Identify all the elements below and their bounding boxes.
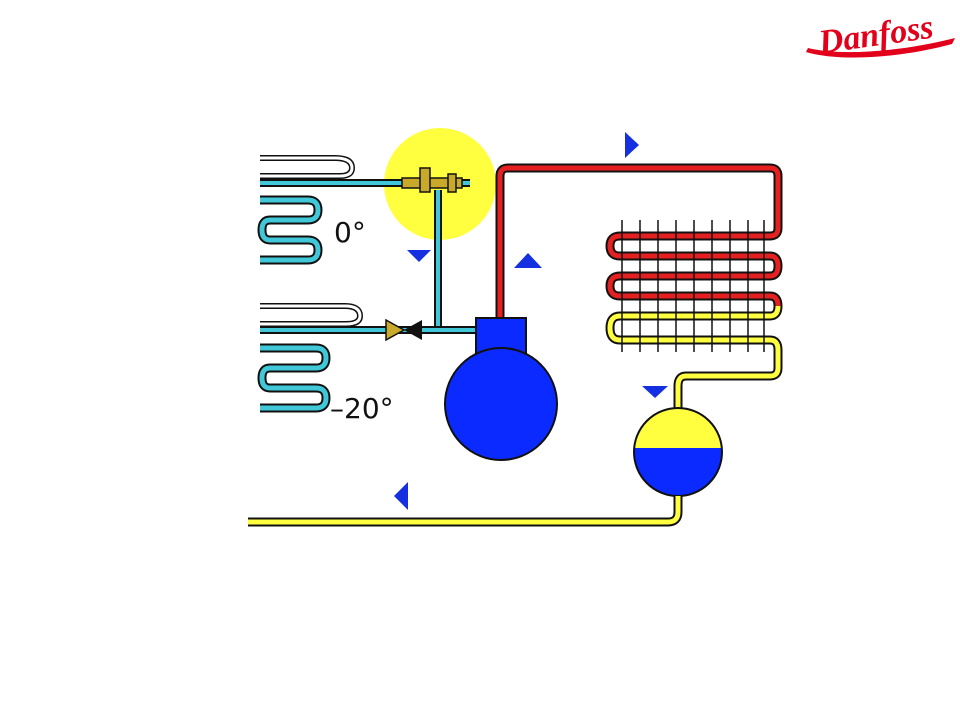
discharge-line xyxy=(495,163,783,320)
liquid-line xyxy=(248,496,683,527)
receiver xyxy=(633,407,723,497)
evaporator-pressure-regulator xyxy=(401,167,463,193)
arrow-up-icon xyxy=(514,253,542,268)
suction-lines xyxy=(260,179,476,334)
lower-evaporator-temp-label: –20° xyxy=(330,392,394,425)
flow-arrows xyxy=(394,132,668,510)
check-valve-icon xyxy=(385,318,422,342)
arrow-down-icon xyxy=(407,250,431,262)
compressor xyxy=(444,317,558,461)
logo-swoosh-icon xyxy=(806,38,955,58)
arrow-right-icon xyxy=(625,132,639,158)
upper-evaporator-temp-label: 0° xyxy=(334,216,366,249)
condenser-fins xyxy=(621,220,765,352)
lower-evaporator xyxy=(257,303,364,413)
upper-evaporator xyxy=(257,155,356,265)
arrow-down-icon xyxy=(642,386,668,398)
condenser-liquid-section xyxy=(605,305,783,408)
arrow-left-icon xyxy=(394,482,408,510)
logo-text: Danfoss xyxy=(815,9,935,62)
danfoss-logo: Danfoss xyxy=(806,9,955,62)
